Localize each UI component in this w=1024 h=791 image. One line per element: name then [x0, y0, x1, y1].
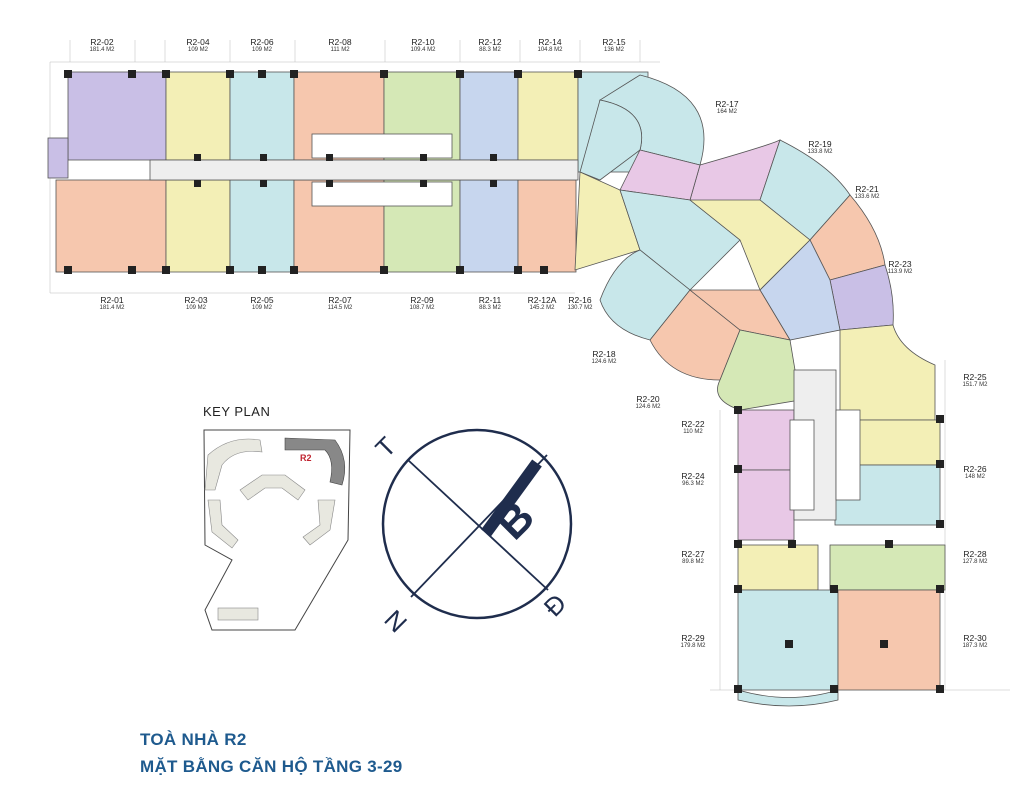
compass-bar — [481, 459, 542, 537]
unit-R2-01-fill — [55, 179, 167, 273]
corridor — [149, 159, 579, 181]
unit-R2-24-fill — [737, 469, 795, 541]
unit-R2-02-fill — [67, 71, 167, 161]
key-plan-r2-building — [284, 437, 346, 486]
core-north — [311, 133, 453, 159]
key-plan — [203, 429, 351, 631]
unit-R2-28-fill — [829, 544, 946, 591]
columns-right — [734, 406, 944, 693]
unit-R2-12A-fill — [517, 179, 577, 273]
unit-R2-22-fill — [737, 409, 795, 471]
unit-R2-03-fill — [165, 179, 231, 273]
unit-R2-06-fill — [229, 71, 295, 161]
unit-R2-12-fill — [459, 71, 519, 161]
key-plan-title: KEY PLAN — [203, 404, 271, 419]
unit-R2-30-fill — [837, 589, 941, 691]
right-wing — [737, 369, 946, 707]
unit-R2-05-fill — [229, 179, 295, 273]
key-plan-r2-label: R2 — [300, 453, 312, 463]
unit-R2-11-fill — [459, 179, 519, 273]
curved-section — [574, 74, 936, 421]
compass — [381, 428, 573, 620]
unit-R2-29-fill — [737, 589, 839, 691]
unit-R2-04-fill — [165, 71, 231, 161]
core-south — [311, 181, 453, 207]
building-title: TOÀ NHÀ R2 — [140, 730, 247, 749]
unit-R2-14-fill — [517, 71, 579, 161]
top-wing — [47, 71, 649, 273]
unit-R2-27-fill — [737, 544, 819, 591]
floor-plan-title: MẶT BẰNG CĂN HỘ TẦNG 3-29 — [140, 757, 403, 776]
columns-top — [64, 70, 582, 274]
